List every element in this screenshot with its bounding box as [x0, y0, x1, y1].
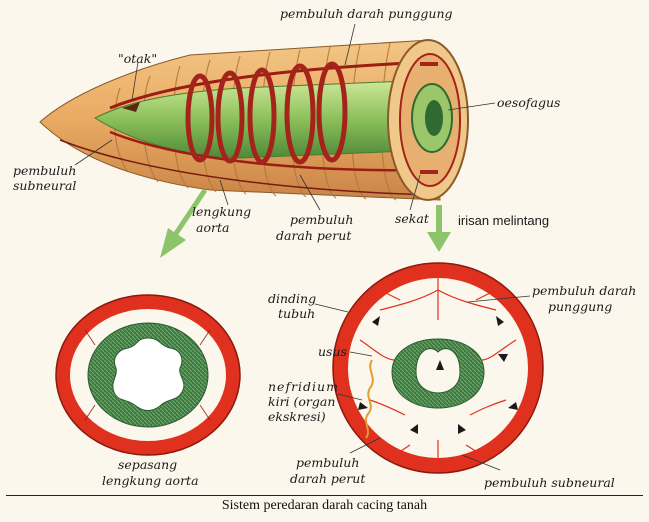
label-dinding-tubuh-2: tubuh [278, 307, 315, 321]
worm-longitudinal-view [40, 40, 468, 200]
label-otak: "otak" [118, 52, 157, 66]
label-pembuluh-darah-perut-2: darah perut [276, 229, 351, 243]
gut-lumen [113, 338, 184, 411]
worm-end-section [388, 40, 468, 200]
label-pembuluh-darah-perut-1: pembuluh [290, 213, 353, 227]
label-lengkung-aorta-1: lengkung [192, 205, 251, 219]
label-pembuluh-subneural-1: pembuluh [13, 164, 76, 178]
label-pembuluh-darah-punggung-right-2: punggung [548, 300, 612, 314]
label-pembuluh-darah-punggung-top: pembuluh darah punggung [280, 7, 453, 21]
label-irisan-melintang: irisan melintang [458, 214, 549, 228]
cross-section-right [333, 263, 543, 473]
label-pembuluh-subneural-2: subneural [13, 179, 76, 193]
label-pembuluh-darah-perut-bottom-1: pembuluh [296, 456, 359, 470]
label-oesofagus: oesofagus [497, 96, 560, 110]
label-pembuluh-darah-punggung-right-1: pembuluh darah [532, 284, 636, 298]
label-sekat: sekat [395, 212, 429, 226]
aortic-arch-section [56, 295, 240, 455]
label-nefridium-2: kiri (organ [268, 395, 335, 409]
label-pembuluh-darah-perut-bottom-2: darah perut [290, 472, 365, 486]
label-sepasang-2: lengkung aorta [102, 474, 199, 488]
label-nefridium-1: nefridium [268, 380, 339, 394]
label-usus: usus [318, 345, 347, 359]
label-lengkung-aorta-2: aorta [196, 221, 229, 235]
label-sepasang-1: sepasang [118, 458, 177, 472]
figure-caption: Sistem peredaran darah cacing tanah [0, 498, 649, 514]
caption-divider [6, 495, 643, 496]
arrow-to-right-section [427, 205, 451, 252]
label-nefridium-3: ekskresi) [268, 410, 326, 424]
label-pembuluh-subneural-bottom: pembuluh subneural [484, 476, 615, 490]
label-dinding-tubuh-1: dinding [268, 292, 316, 306]
